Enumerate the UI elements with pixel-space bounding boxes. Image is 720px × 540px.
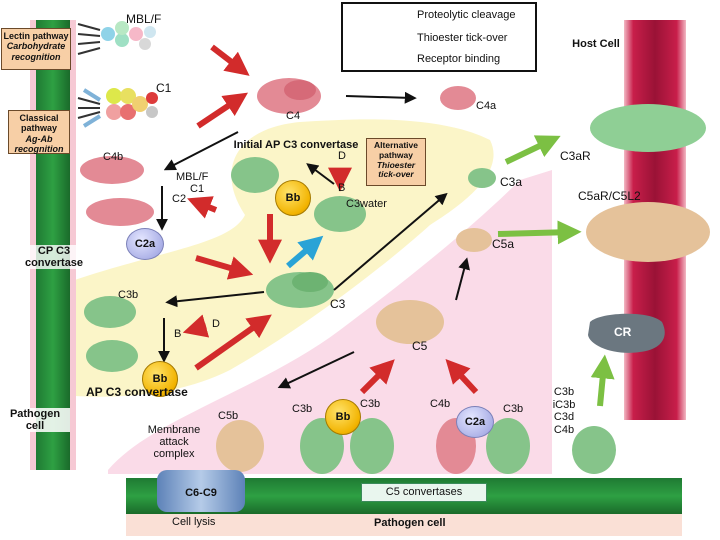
c3ar-label: C3aR	[560, 149, 591, 163]
c3-initial-protein	[231, 157, 279, 193]
mblf-top-label: MBL/F	[126, 12, 162, 26]
legend-label: Proteolytic cleavage	[417, 9, 516, 21]
b-left-label: B	[174, 328, 182, 340]
c1-molecule-top	[77, 88, 158, 128]
c2a-left-label: C2a	[134, 238, 156, 250]
classical-pathway-subtitle: Ag-Ab recognition	[14, 133, 64, 155]
legend-item-tickover: Thioester tick-over	[343, 31, 539, 49]
cr-label: CR	[614, 325, 632, 339]
c5-label: C5	[412, 339, 428, 353]
c3b-protein-left	[84, 296, 138, 372]
c6c9-label-wrap: C6-C9	[157, 474, 245, 512]
c5ar-receptor	[586, 202, 710, 262]
legend-item-proteolytic: Proteolytic cleavage	[343, 8, 539, 26]
c5-convertases-label: C5 convertases	[361, 483, 487, 502]
c3a-protein	[468, 168, 496, 188]
c5b-label: C5b	[218, 410, 239, 422]
classical-pathway-box: Classical pathway Ag-Ab recognition	[8, 110, 70, 154]
alternative-pathway-subtitle: Thioester tick-over	[376, 159, 416, 180]
c2a-left: C2a	[126, 228, 164, 260]
c4b-protein-left	[80, 156, 154, 226]
c3b-bottom-right-label: C3b	[503, 403, 524, 415]
c5-protein	[376, 300, 444, 344]
c4-protein	[257, 78, 321, 114]
c5a-protein	[456, 228, 492, 252]
cr-ligand: C4b	[553, 423, 575, 436]
cr-receptor	[588, 313, 665, 353]
tick-over-arrow	[286, 235, 324, 269]
cr-ligand-list: C3b iC3b C3d C4b	[546, 386, 582, 437]
proteolytic-arrows	[182, 44, 479, 395]
c3ar-receptor	[590, 104, 706, 152]
alternative-pathway-box: Alternative pathway Thioester tick-over	[366, 138, 426, 186]
lectin-pathway-box: Lectin pathway Carbohydrate recognition	[1, 28, 71, 70]
c5-convertases-text: C5 convertases	[385, 486, 463, 498]
pathogen-cell-banner	[126, 514, 682, 536]
initial-ap-c3-convertase-label: Initial AP C3 convertase	[233, 139, 359, 151]
legend-item-receptor: Receptor binding	[343, 52, 539, 70]
pathogen-cell-left-label: Pathogen cell	[0, 408, 70, 433]
cleavage-flow-arrows	[156, 91, 470, 389]
c3b-left-label: C3b	[118, 289, 139, 301]
legend-label: Thioester tick-over	[417, 32, 508, 44]
c4a-protein	[440, 86, 476, 110]
c4b-bottom-protein	[436, 418, 530, 474]
cr-ligand: iC3b	[552, 398, 576, 411]
host-cell-label: Host Cell	[572, 38, 620, 50]
cr-ligand: C3b	[553, 386, 575, 398]
bb-top-label: Bb	[285, 192, 301, 204]
c1-top-label: C1	[156, 81, 172, 95]
cr-ligand: C3d	[553, 411, 575, 424]
c6c9-channel	[157, 470, 245, 512]
bb-bottom: Bb	[325, 399, 361, 435]
c4b-label: C4b	[103, 151, 124, 163]
classical-pathway-title: Classical pathway	[19, 113, 59, 134]
lectin-pathway-title: Lectin pathway	[3, 31, 69, 41]
legend-label: Receptor binding	[417, 53, 501, 65]
cell-lysis-label: Cell lysis	[172, 516, 216, 528]
pathogen-cell-area	[108, 170, 552, 474]
c5ar-label: C5aR/C5L2	[578, 189, 641, 203]
c3-label: C3	[330, 297, 346, 311]
c3a-label: C3a	[500, 175, 523, 189]
legend: Proteolytic cleavage Thioester tick-over…	[341, 2, 537, 72]
mblf-mid-label: MBL/F	[176, 171, 209, 183]
c5b-protein	[216, 420, 264, 472]
c4-label: C4	[286, 110, 301, 122]
bb-left-label: Bb	[152, 373, 168, 385]
c3-protein	[266, 272, 334, 308]
ap-c3-convertase-label: AP C3 convertase	[86, 385, 188, 399]
bb-top: Bb	[275, 180, 311, 216]
c4b-bottom-label: C4b	[430, 398, 451, 410]
lectin-pathway-subtitle: Carbohydrate recognition	[6, 41, 66, 62]
c3water-protein	[314, 196, 366, 232]
c5a-label: C5a	[492, 237, 515, 251]
d-left-label: D	[212, 318, 220, 330]
c2-label: C2	[172, 193, 187, 205]
mblf-molecule-top	[77, 21, 156, 55]
pathogen-cell-bottom-label: Pathogen cell	[374, 517, 446, 529]
bb-bottom-label: Bb	[335, 411, 351, 423]
c4a-label: C4a	[476, 100, 497, 112]
membrane-attack-complex-label: Membrane attack complex	[147, 424, 201, 461]
c2a-bottom-label: C2a	[464, 416, 486, 428]
alternative-pathway-title: Alternative pathway	[374, 140, 418, 160]
bb-left: Bb	[142, 361, 178, 397]
cp-c3-convertase-label: CP C3 convertase	[8, 245, 100, 270]
receptor-binding-arrows	[497, 135, 615, 407]
d-top-label: D	[338, 150, 346, 162]
c2a-bottom: C2a	[456, 406, 494, 438]
c6c9-label: C6-C9	[185, 487, 217, 499]
c1-mid-label: C1	[190, 183, 205, 195]
cr-ligand-protein	[572, 426, 616, 474]
c3b-bottom-mid-label: C3b	[360, 398, 381, 410]
c3water-label: C3water	[346, 198, 387, 210]
b-top-label: B	[338, 182, 346, 194]
c3b-bottom-left-label: C3b	[292, 403, 313, 415]
